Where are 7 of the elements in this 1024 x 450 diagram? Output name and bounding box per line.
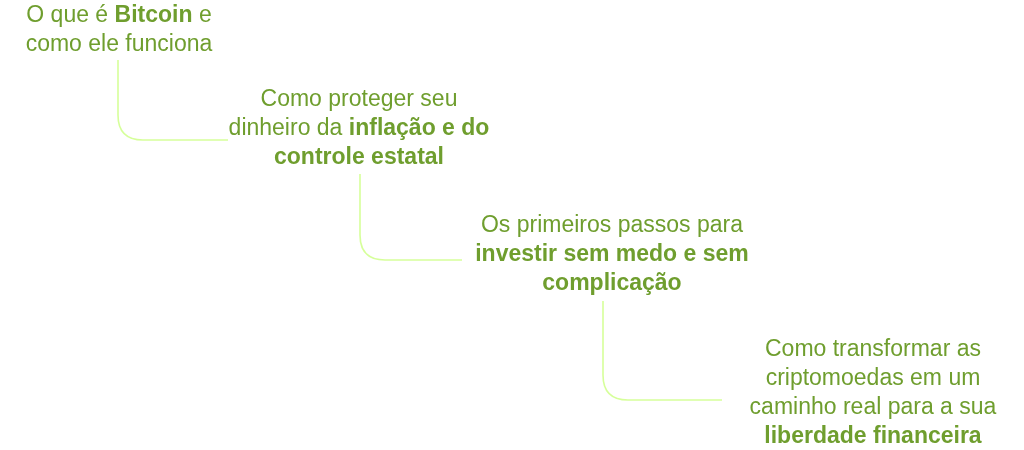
connector-line [117, 59, 229, 141]
topic-text: Os primeiros passos para investir sem medo e sem complicação [474, 209, 750, 297]
connector-line [359, 173, 463, 261]
topic-text: O que é Bitcoin e como ele funciona [24, 0, 214, 58]
topic-text: Como transformar as criptomoedas em um caminho real para a sua liberdade financeira [748, 334, 998, 450]
topic-text: Como proteger seu dinheiro da inflação e do controle estatal [228, 83, 490, 171]
connector-line [602, 300, 723, 401]
